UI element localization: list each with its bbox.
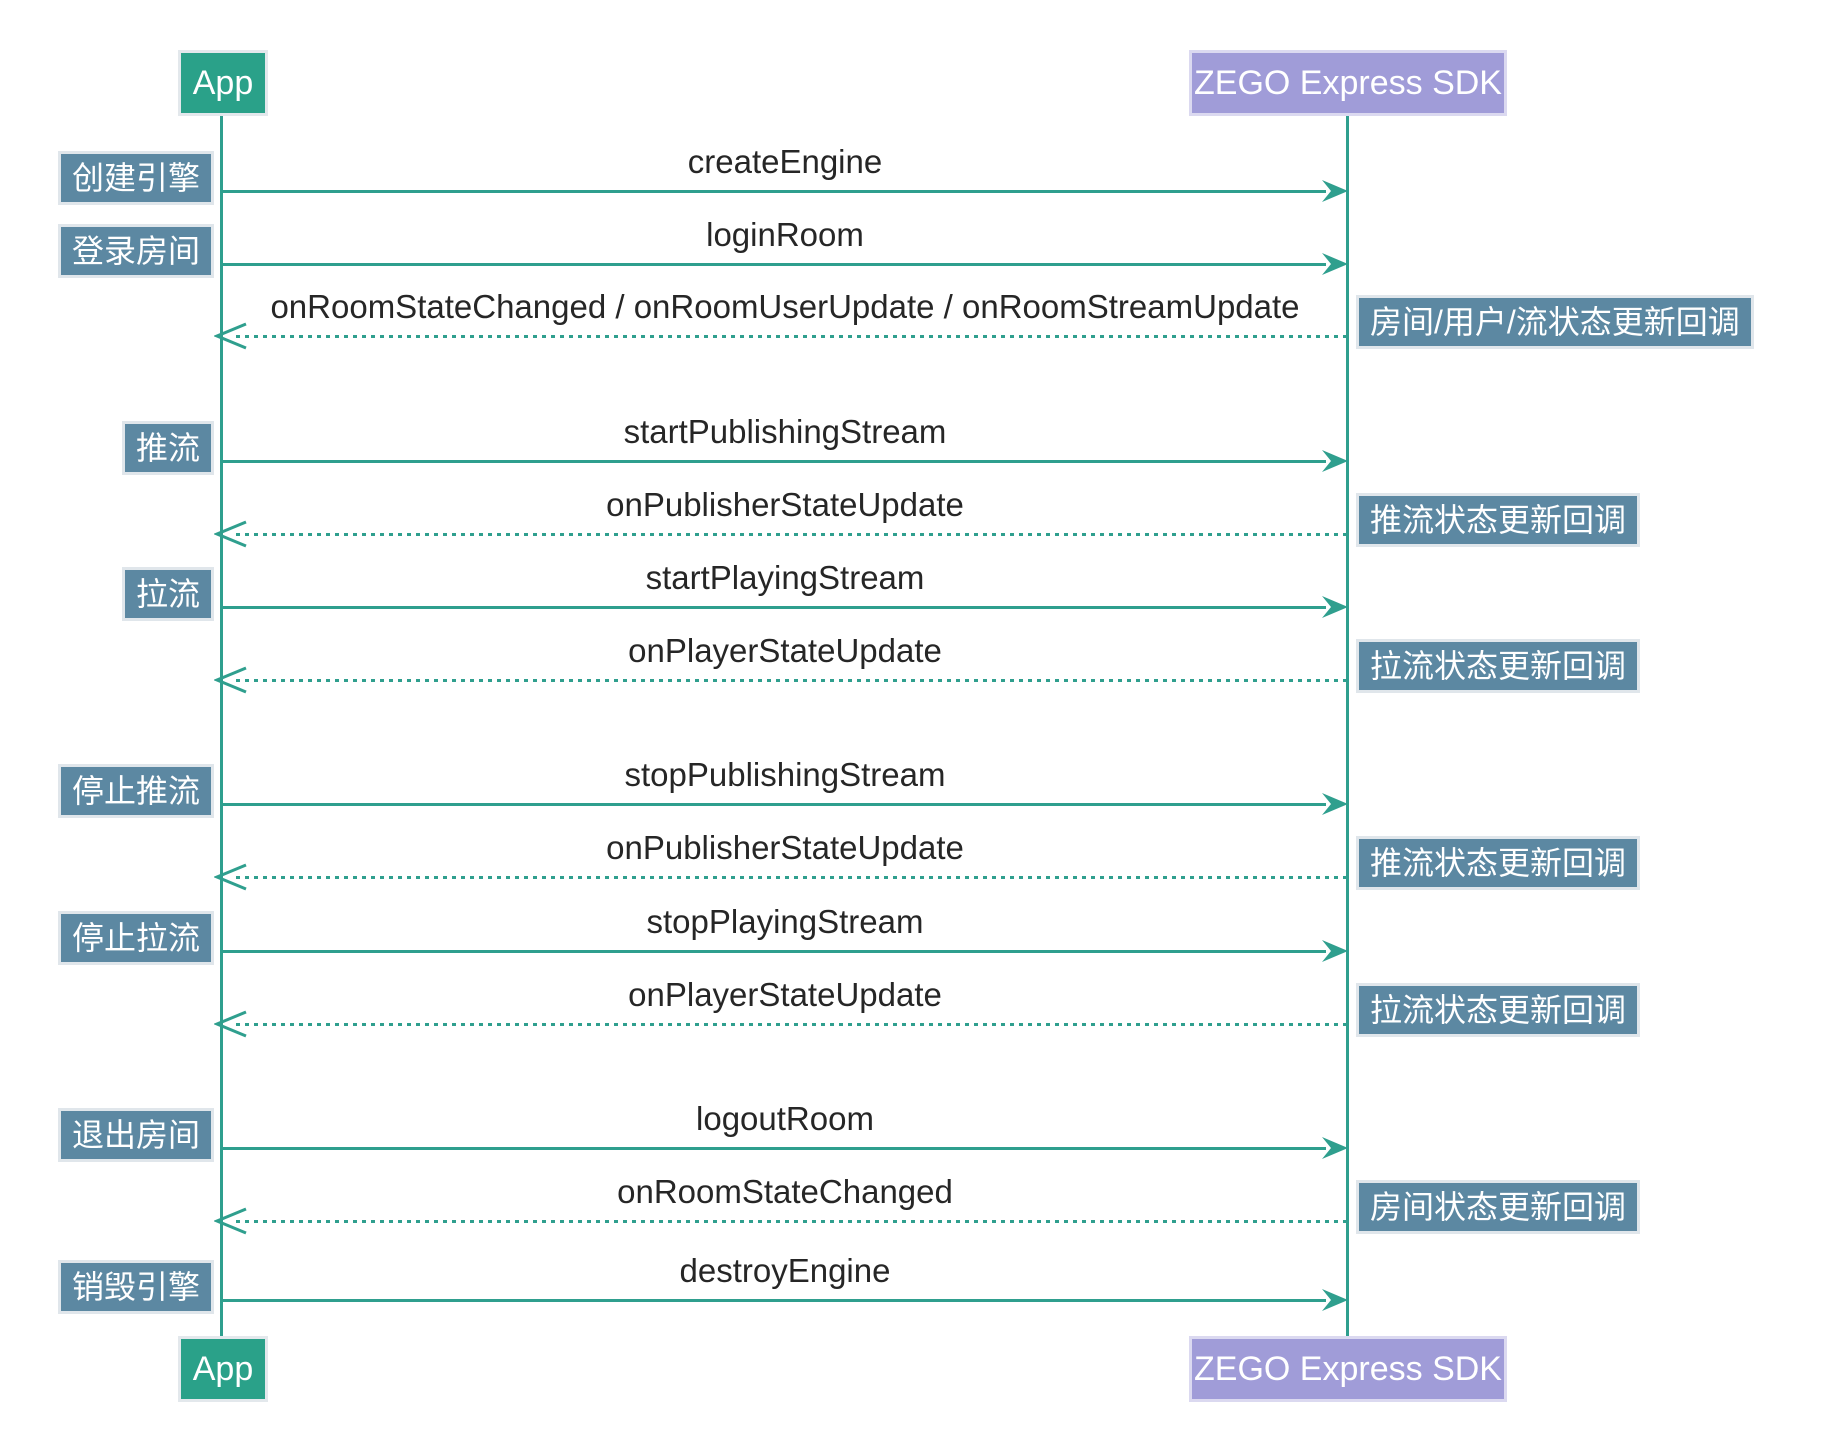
callback-arrow-line <box>236 335 1348 338</box>
step-label: 登录房间 <box>57 224 214 278</box>
message-label: loginRoom <box>706 216 864 253</box>
callback-label: 拉流状态更新回调 <box>1356 639 1641 693</box>
callback-label: 拉流状态更新回调 <box>1356 983 1641 1037</box>
message-label: onRoomStateChanged <box>617 1173 953 1210</box>
arrowhead-left-icon <box>214 863 247 891</box>
call-arrow-line <box>222 263 1326 266</box>
participant-app-top: App <box>178 50 268 116</box>
call-arrow-line <box>222 950 1326 953</box>
message-label: stopPlayingStream <box>646 903 924 940</box>
arrowhead-right-icon <box>1322 596 1348 618</box>
message-label: logoutRoom <box>696 1100 874 1137</box>
arrowhead-right-icon <box>1322 1289 1348 1311</box>
sdk-lifeline <box>1346 116 1349 1336</box>
callback-arrow-line <box>236 533 1348 536</box>
participant-sdk-top: ZEGO Express SDK <box>1189 50 1507 116</box>
app-lifeline <box>220 116 223 1336</box>
callback-label: 推流状态更新回调 <box>1356 836 1641 890</box>
step-label: 推流 <box>121 421 214 475</box>
arrowhead-right-icon <box>1322 253 1348 275</box>
message-label: destroyEngine <box>679 1252 891 1289</box>
call-arrow-line <box>222 190 1326 193</box>
arrowhead-right-icon <box>1322 450 1348 472</box>
message-label: onRoomStateChanged / onRoomUserUpdate / … <box>270 288 1300 325</box>
call-arrow-line <box>222 1299 1326 1302</box>
participant-sdk-bottom: ZEGO Express SDK <box>1189 1336 1507 1402</box>
callback-label: 推流状态更新回调 <box>1356 493 1641 547</box>
callback-label: 房间/用户/流状态更新回调 <box>1356 295 1754 349</box>
step-label: 停止拉流 <box>57 911 214 965</box>
call-arrow-line <box>222 460 1326 463</box>
arrowhead-left-icon <box>214 1010 247 1038</box>
participant-app-bottom: App <box>178 1336 268 1402</box>
message-label: startPlayingStream <box>645 559 925 596</box>
callback-arrow-line <box>236 1220 1348 1223</box>
arrowhead-left-icon <box>214 322 247 350</box>
callback-arrow-line <box>236 1023 1348 1026</box>
arrowhead-left-icon <box>214 666 247 694</box>
call-arrow-line <box>222 606 1326 609</box>
message-label: startPublishingStream <box>623 413 947 450</box>
step-label: 停止推流 <box>57 764 214 818</box>
arrowhead-right-icon <box>1322 180 1348 202</box>
arrowhead-left-icon <box>214 520 247 548</box>
arrowhead-left-icon <box>214 1207 247 1235</box>
callback-label: 房间状态更新回调 <box>1356 1180 1641 1234</box>
callback-arrow-line <box>236 876 1348 879</box>
step-label: 退出房间 <box>57 1108 214 1162</box>
call-arrow-line <box>222 803 1326 806</box>
step-label: 创建引擎 <box>57 151 214 205</box>
message-label: onPublisherStateUpdate <box>606 486 964 523</box>
call-arrow-line <box>222 1147 1326 1150</box>
arrowhead-right-icon <box>1322 793 1348 815</box>
arrowhead-right-icon <box>1322 940 1348 962</box>
message-label: onPlayerStateUpdate <box>628 976 942 1013</box>
message-label: stopPublishingStream <box>624 756 946 793</box>
message-label: onPublisherStateUpdate <box>606 829 964 866</box>
step-label: 拉流 <box>121 567 214 621</box>
callback-arrow-line <box>236 679 1348 682</box>
arrowhead-right-icon <box>1322 1137 1348 1159</box>
step-label: 销毁引擎 <box>57 1260 214 1314</box>
message-label: createEngine <box>687 143 883 180</box>
message-label: onPlayerStateUpdate <box>628 632 942 669</box>
